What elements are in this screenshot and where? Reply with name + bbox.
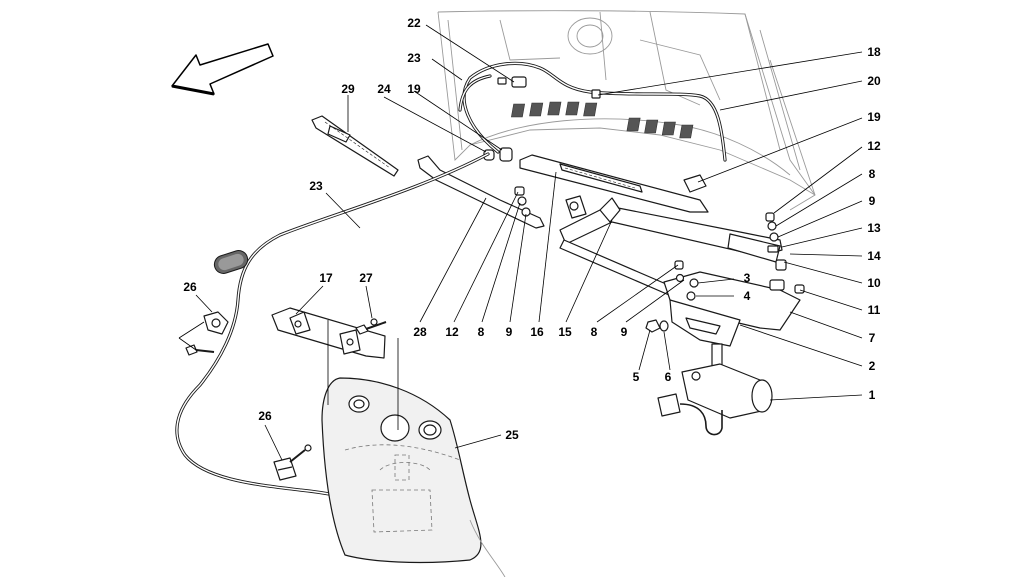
bracket-17 xyxy=(271,307,386,359)
bonnet-panel-outline xyxy=(437,10,816,211)
callout-7: 7 xyxy=(869,331,876,345)
wiper-blade-29 xyxy=(311,115,399,177)
callout-13: 13 xyxy=(867,221,881,235)
hose-clip-18 xyxy=(591,89,601,99)
wiper-motor-1 xyxy=(657,343,773,436)
callout-1: 1 xyxy=(869,388,876,402)
motor-frame-2 xyxy=(663,259,805,347)
callout-19-left: 19 xyxy=(407,82,421,96)
callout-24: 24 xyxy=(377,82,391,96)
bolt-26-upper xyxy=(185,344,215,356)
assembly-guide-lines xyxy=(178,320,399,430)
callout-2: 2 xyxy=(869,359,876,373)
wiper-arm-28 xyxy=(417,155,545,229)
hose-connector-21 xyxy=(497,76,527,88)
callout-29: 29 xyxy=(341,82,355,96)
callout-22: 23 xyxy=(407,51,421,65)
callout-8-mid: 8 xyxy=(591,325,598,339)
callout-6: 6 xyxy=(665,370,672,384)
callout-9-mid: 9 xyxy=(621,325,628,339)
washer-hose-upper xyxy=(458,61,727,162)
callout-25: 25 xyxy=(505,428,519,442)
front-direction-arrow-icon xyxy=(171,43,274,96)
callout-28: 28 xyxy=(413,325,427,339)
callout-15: 15 xyxy=(558,325,572,339)
callout-26-lower: 26 xyxy=(258,409,272,423)
callout-5: 5 xyxy=(633,370,640,384)
callout-4: 4 xyxy=(744,289,751,303)
washer-reservoir-25 xyxy=(321,377,506,577)
wiper-blade-16 xyxy=(519,154,709,213)
callout-9-right: 9 xyxy=(869,194,876,208)
callout-labels: 22 23 18 20 29 24 19 19 12 8 23 9 13 14 … xyxy=(183,16,881,442)
callout-12-right: 12 xyxy=(867,139,881,153)
pivot-nuts-right-12-8-9-13-14 xyxy=(765,212,779,253)
hose-clip-26-upper xyxy=(203,311,229,335)
callout-14: 14 xyxy=(867,249,881,263)
crank-bolts-3-4 xyxy=(674,260,699,301)
washer-jet-19-left xyxy=(499,147,513,162)
callout-23: 23 xyxy=(309,179,323,193)
callout-12-left: 12 xyxy=(445,325,459,339)
callout-8-right: 8 xyxy=(869,167,876,181)
washer-jet-19-right xyxy=(683,174,707,193)
callout-26-upper: 26 xyxy=(183,280,197,294)
callout-8-left: 8 xyxy=(478,325,485,339)
leader-lines xyxy=(195,24,863,461)
callout-27: 27 xyxy=(359,271,373,285)
callout-10: 10 xyxy=(867,276,881,290)
washer-hose-23 xyxy=(175,152,490,498)
bolt-27 xyxy=(355,318,387,335)
callout-17: 17 xyxy=(319,271,333,285)
callout-19-right: 19 xyxy=(867,110,881,124)
callout-21: 22 xyxy=(407,16,421,30)
callout-9-left: 9 xyxy=(506,325,513,339)
wiper-linkage-15 xyxy=(559,195,783,299)
callout-20: 20 xyxy=(867,74,881,88)
callout-3: 3 xyxy=(744,271,751,285)
grommet-oval xyxy=(213,250,249,274)
callout-18: 18 xyxy=(867,45,881,59)
hose-clip-26-lower xyxy=(273,444,312,481)
callout-16: 16 xyxy=(530,325,544,339)
nut-5-washer-6 xyxy=(645,319,669,333)
callout-11: 11 xyxy=(868,303,881,317)
